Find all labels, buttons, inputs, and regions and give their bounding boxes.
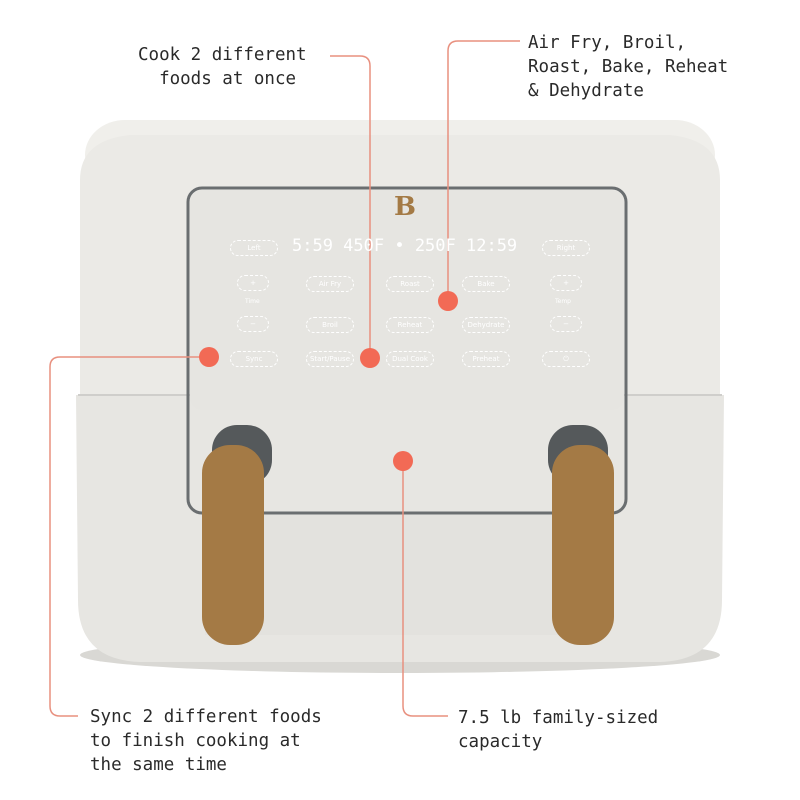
time-plus-button[interactable]: +	[237, 275, 269, 291]
roast-button[interactable]: Roast	[386, 276, 434, 292]
temp-label: Temp	[555, 298, 571, 305]
display-readout: 5:59 450F • 250F 12:59	[292, 236, 518, 256]
broil-button[interactable]: Broil	[306, 317, 354, 333]
brand-logo: B	[394, 192, 416, 222]
left-basket-button[interactable]: Left	[230, 240, 278, 256]
preheat-button[interactable]: Preheat	[462, 351, 510, 367]
right-basket-button[interactable]: Right	[542, 240, 590, 256]
sync-marker	[199, 347, 219, 367]
temp-minus-button[interactable]: −	[550, 316, 582, 332]
start-pause-button[interactable]: Start/Pause	[306, 351, 354, 367]
dehydrate-button[interactable]: Dehydrate	[462, 317, 510, 333]
sync-button[interactable]: Sync	[230, 351, 278, 367]
bake-button[interactable]: Bake	[462, 276, 510, 292]
modes-marker	[438, 291, 458, 311]
dual-cook-button[interactable]: Dual Cook	[386, 351, 434, 367]
time-label: Time	[245, 298, 260, 305]
callout-dual-cook: Cook 2 different foods at once	[138, 45, 307, 89]
capacity-marker	[393, 451, 413, 471]
reheat-button[interactable]: Reheat	[386, 317, 434, 333]
callout-sync: Sync 2 different foods to finish cooking…	[90, 707, 322, 775]
power-button[interactable]: ⏻	[542, 351, 590, 367]
callout-cooking-modes: Air Fry, Broil, Roast, Bake, Reheat & De…	[528, 33, 729, 101]
temp-plus-button[interactable]: +	[550, 275, 582, 291]
power-icon: ⏻	[563, 355, 569, 363]
air-fry-button[interactable]: Air Fry	[306, 276, 354, 292]
time-minus-button[interactable]: −	[237, 316, 269, 332]
dual-cook-marker	[360, 348, 380, 368]
callout-capacity: 7.5 lb family-sized capacity	[458, 708, 659, 752]
